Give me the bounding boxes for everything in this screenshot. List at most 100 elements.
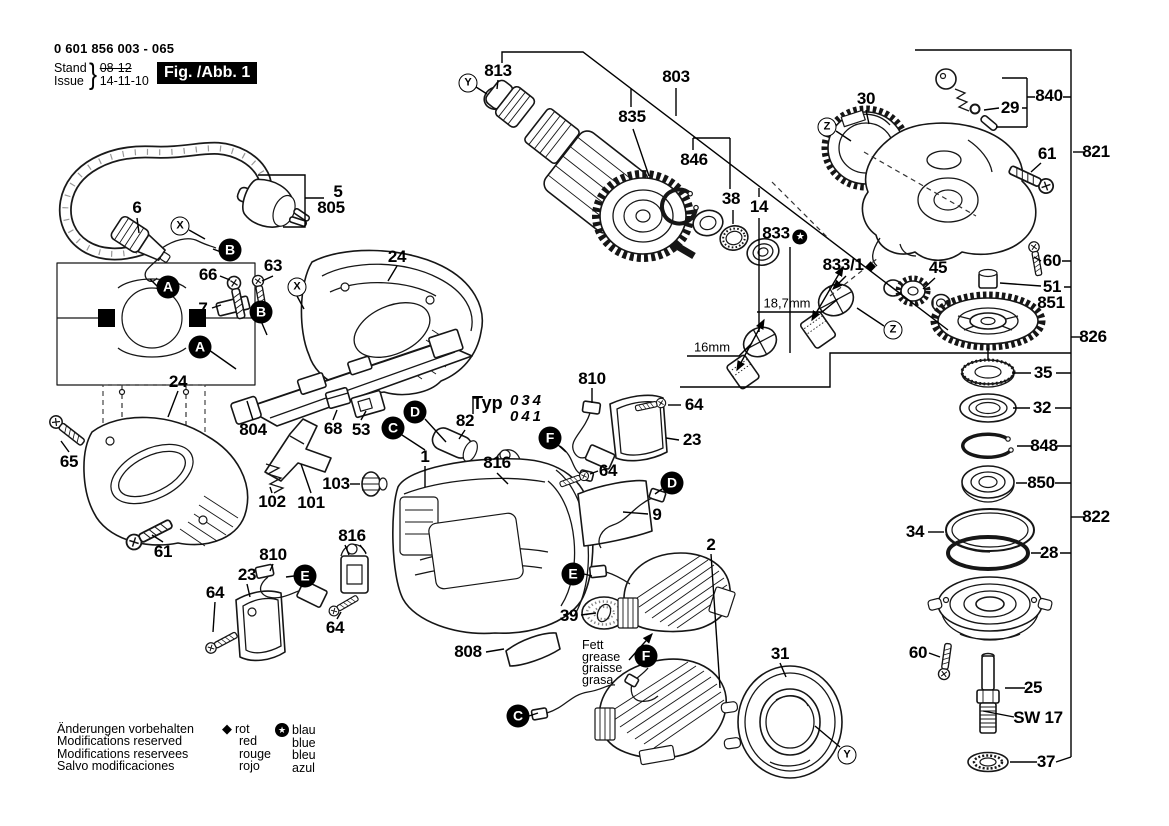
part-label-65: 65 bbox=[59, 452, 79, 471]
part-label-1: 1 bbox=[420, 447, 430, 466]
brush-cover-23-right-drawing bbox=[609, 394, 668, 462]
o-ring-28-drawing bbox=[946, 535, 1030, 571]
part-label-14: 14 bbox=[749, 197, 769, 216]
type-value-1: 034 bbox=[510, 392, 545, 409]
brace-glyph: } bbox=[88, 58, 97, 91]
ref-marker-B: B bbox=[218, 238, 242, 262]
bevel-gear-851-drawing bbox=[930, 291, 1046, 351]
ref-marker-D: D bbox=[660, 471, 684, 495]
part-label-31: 31 bbox=[770, 644, 790, 663]
retaining-ring-846-drawing bbox=[660, 187, 699, 226]
part-label-64: 64 bbox=[325, 618, 345, 637]
part-label-24: 24 bbox=[168, 372, 188, 391]
washer-32-drawing bbox=[959, 393, 1017, 423]
part-number: 0 601 856 003 - 065 bbox=[54, 41, 175, 56]
ref-marker-Z: Z bbox=[817, 117, 837, 137]
part-label-66: 66 bbox=[198, 265, 218, 284]
part-label-53: 53 bbox=[351, 420, 371, 439]
grease-line-de: Fett bbox=[582, 638, 604, 652]
part-label-816: 816 bbox=[338, 526, 366, 545]
nut-45-drawing bbox=[931, 293, 951, 313]
brush-cover-23-left-drawing bbox=[235, 590, 286, 662]
part-label-39: 39 bbox=[559, 606, 579, 625]
part-label-29: 29 bbox=[1000, 98, 1020, 117]
part-label-28: 28 bbox=[1039, 543, 1059, 562]
ref-marker-D: D bbox=[403, 400, 427, 424]
trigger-101-drawing bbox=[264, 418, 332, 482]
part-label-82: 82 bbox=[455, 411, 475, 430]
ref-marker-A: A bbox=[156, 275, 180, 299]
stator-half-2-drawing bbox=[617, 552, 736, 633]
part-label-68: 68 bbox=[323, 419, 343, 438]
part-label-822: 822 bbox=[1082, 507, 1110, 526]
gasket-808-drawing bbox=[505, 632, 561, 667]
stand-label: Stand bbox=[54, 61, 87, 75]
legend-blue-column: ★ blau blue bleu azul bbox=[275, 723, 316, 774]
bearing-14-drawing bbox=[746, 237, 780, 267]
blue-word-es: azul bbox=[292, 760, 315, 775]
type-note: Typ 034 041 bbox=[472, 393, 541, 425]
issue-label: Issue bbox=[54, 74, 84, 88]
part-label-803: 803 bbox=[662, 67, 690, 86]
type-prefix: Typ bbox=[472, 393, 503, 413]
part-label-805: 805 bbox=[317, 198, 345, 217]
part-label-51: 51 bbox=[1042, 277, 1062, 296]
leader-lines bbox=[60, 49, 1085, 763]
part-label-7: 7 bbox=[198, 299, 208, 318]
part-label-810: 810 bbox=[259, 545, 287, 564]
spindle-lock-840-drawing bbox=[935, 68, 998, 132]
spring-102-drawing bbox=[265, 463, 285, 494]
part-label-SW17: SW 17 bbox=[1013, 708, 1063, 727]
circlip-848-drawing bbox=[961, 432, 1014, 459]
washer-846-drawing bbox=[692, 209, 724, 237]
new-date: 14-11-10 bbox=[99, 74, 149, 88]
part-label-64: 64 bbox=[684, 395, 704, 414]
legend-notes: Änderungen vorbehalten Modifications res… bbox=[57, 723, 232, 773]
ref-marker-C: C bbox=[381, 416, 405, 440]
part-label-23: 23 bbox=[237, 565, 257, 584]
part-label-821: 821 bbox=[1082, 142, 1110, 161]
red-word-de: rot bbox=[235, 722, 250, 736]
ref-marker-F: F bbox=[538, 426, 562, 450]
ref-marker-Y: Y bbox=[837, 745, 857, 765]
part-label-808: 808 bbox=[454, 642, 482, 661]
block-53-drawing bbox=[350, 389, 386, 419]
figure-label: Fig. /Abb. 1 bbox=[157, 62, 258, 84]
part-label-187mm: 18,7mm bbox=[763, 295, 811, 311]
bearing-plate-31-drawing bbox=[720, 665, 843, 779]
part-label-2: 2 bbox=[706, 535, 716, 554]
red-diamond-icon: ◆ bbox=[865, 258, 876, 273]
grease-line-en: grease bbox=[582, 649, 621, 664]
part-label-24: 24 bbox=[387, 247, 407, 266]
red-word-es: rojo bbox=[239, 759, 260, 774]
ref-marker-C: C bbox=[506, 704, 530, 728]
ring-34-drawing bbox=[945, 508, 1035, 553]
pigtail-wires-drawing bbox=[144, 238, 217, 283]
red-word-en: red bbox=[239, 734, 258, 749]
part-label-102: 102 bbox=[258, 492, 286, 511]
blue-star-icon: ★ bbox=[792, 229, 808, 245]
sleeve-51-drawing bbox=[978, 268, 998, 289]
ref-marker-A: A bbox=[188, 335, 212, 359]
part-label-23: 23 bbox=[682, 430, 702, 449]
part-label-60: 60 bbox=[908, 643, 928, 662]
part-label-816: 816 bbox=[483, 453, 511, 472]
ref-marker-F: F bbox=[634, 644, 658, 668]
toothed-ring-35-drawing bbox=[960, 358, 1016, 388]
blue-word-fr: bleu bbox=[292, 748, 316, 763]
collar-103-drawing bbox=[361, 471, 388, 497]
washer-37-drawing bbox=[967, 751, 1009, 773]
part-label-835: 835 bbox=[618, 107, 646, 126]
brush-holder-816-left-drawing bbox=[340, 543, 369, 594]
title-block: 0 601 856 003 - 065 Stand Issue } 08-12 … bbox=[54, 41, 174, 92]
wire-e-right-drawing bbox=[588, 564, 631, 585]
gasket-9-drawing bbox=[577, 479, 653, 547]
part-label-850: 850 bbox=[1027, 473, 1055, 492]
part-label-30: 30 bbox=[856, 89, 876, 108]
note-en: Modifications reserved bbox=[57, 734, 183, 749]
part-label-32: 32 bbox=[1032, 398, 1052, 417]
note-fr: Modifications reservees bbox=[57, 746, 189, 761]
